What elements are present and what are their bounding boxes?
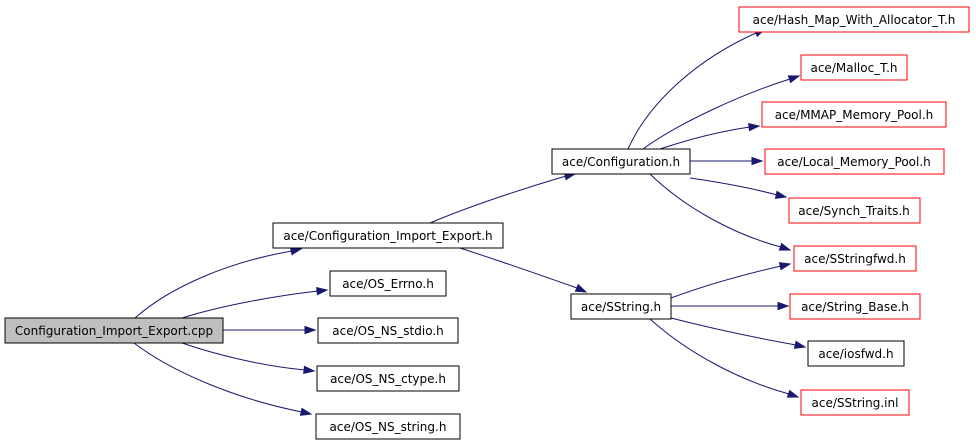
node-label: Configuration_Import_Export.cpp xyxy=(15,324,213,338)
edge-sstring_h-to-string_base xyxy=(671,301,790,311)
node-label: ace/Synch_Traits.h xyxy=(798,204,909,218)
node-label: ace/MMAP_Memory_Pool.h xyxy=(775,108,934,122)
node-label: ace/OS_NS_stdio.h xyxy=(332,324,444,338)
edge-root-to-cie_h xyxy=(134,247,303,319)
edge-line xyxy=(181,290,319,319)
node-malloc-t-h[interactable]: ace/Malloc_T.h xyxy=(800,54,908,81)
edge-config_h-to-sstringfwd xyxy=(649,173,792,251)
node-sstring-inl[interactable]: ace/SString.inl xyxy=(800,389,910,416)
node-os-ns-ctype-h[interactable]: ace/OS_NS_ctype.h xyxy=(316,365,460,392)
edge-config_h-to-local_pool xyxy=(690,156,764,166)
edge-line xyxy=(670,265,782,299)
edge-line xyxy=(642,78,791,150)
arrowhead xyxy=(748,122,761,132)
node-configuration-h[interactable]: ace/Configuration.h xyxy=(551,148,691,175)
arrowhead xyxy=(778,242,792,251)
node-mmap-memory-pool-h[interactable]: ace/MMAP_Memory_Pool.h xyxy=(761,101,947,128)
edge-root-to-os_errno xyxy=(181,286,329,319)
edge-root-to-os_ctype xyxy=(181,342,316,375)
node-label: ace/SString.inl xyxy=(812,396,899,410)
arrowhead xyxy=(774,190,788,199)
node-os-ns-stdio-h[interactable]: ace/OS_NS_stdio.h xyxy=(317,317,459,344)
arrowhead xyxy=(786,389,800,398)
edge-line xyxy=(659,126,751,150)
edge-config_h-to-synch_traits xyxy=(689,177,788,199)
edge-line xyxy=(627,32,757,150)
node-sstring-h[interactable]: ace/SString.h xyxy=(570,293,672,320)
node-label: ace/SString.h xyxy=(581,300,661,314)
node-label: ace/Configuration_Import_Export.h xyxy=(283,229,492,243)
node-os-errno-h[interactable]: ace/OS_Errno.h xyxy=(329,270,447,297)
node-synch-traits-h[interactable]: ace/Synch_Traits.h xyxy=(788,197,921,224)
node-label: ace/SStringfwd.h xyxy=(804,252,906,266)
edge-sstring_h-to-iosfwd xyxy=(670,317,807,349)
node-sstringfwd-h[interactable]: ace/SStringfwd.h xyxy=(793,245,917,272)
edge-line xyxy=(670,317,797,346)
arrowhead xyxy=(778,262,792,271)
arrowhead xyxy=(299,407,313,416)
edge-sstring_h-to-sstringfwd xyxy=(670,262,792,299)
arrowhead xyxy=(777,301,790,311)
node-label: ace/OS_Errno.h xyxy=(342,277,434,291)
node-string-base-h[interactable]: ace/String_Base.h xyxy=(789,293,921,320)
node-os-ns-string-h[interactable]: ace/OS_NS_string.h xyxy=(315,413,461,440)
edge-line xyxy=(459,247,578,289)
nodes-layer: Configuration_Import_Export.cpp ace/Conf… xyxy=(4,6,970,440)
arrowhead xyxy=(793,340,807,349)
node-label: ace/Malloc_T.h xyxy=(810,61,897,75)
edge-sstring_h-to-sstring_inl xyxy=(649,318,800,398)
edge-line xyxy=(649,173,782,248)
node-label: ace/iosfwd.h xyxy=(818,347,893,361)
arrowhead xyxy=(751,156,764,166)
node-hash-map-with-allocator-t-h[interactable]: ace/Hash_Map_With_Allocator_T.h xyxy=(738,6,970,33)
edge-root-to-os_stdio xyxy=(223,325,317,335)
edge-line xyxy=(429,175,567,224)
arrowhead xyxy=(304,325,317,335)
node-local-memory-pool-h[interactable]: ace/Local_Memory_Pool.h xyxy=(764,148,945,175)
node-label: ace/String_Base.h xyxy=(801,300,909,314)
arrowhead xyxy=(787,75,801,84)
node-label: ace/OS_NS_ctype.h xyxy=(330,372,446,386)
arrowhead xyxy=(316,286,329,296)
node-configuration-import-export-h[interactable]: ace/Configuration_Import_Export.h xyxy=(272,222,504,249)
node-label: ace/OS_NS_string.h xyxy=(330,420,447,434)
edge-line xyxy=(133,342,303,413)
edge-line xyxy=(134,250,293,319)
edge-config_h-to-malloc_t xyxy=(642,75,801,150)
edge-line xyxy=(181,342,306,371)
arrowhead xyxy=(289,247,303,256)
edge-cie_h-to-config_h xyxy=(429,172,577,224)
node-label: ace/Configuration.h xyxy=(562,155,680,169)
edge-cie_h-to-sstring_h xyxy=(459,247,588,293)
node-iosfwd-h[interactable]: ace/iosfwd.h xyxy=(807,340,905,367)
arrowhead xyxy=(303,365,316,375)
edge-line xyxy=(649,318,790,395)
node-label: ace/Local_Memory_Pool.h xyxy=(777,155,931,169)
edge-config_h-to-hash_map xyxy=(627,28,767,150)
node-configuration-import-export-cpp[interactable]: Configuration_Import_Export.cpp xyxy=(4,317,224,344)
node-label: ace/Hash_Map_With_Allocator_T.h xyxy=(753,13,956,27)
arrowhead xyxy=(574,283,588,293)
edge-line xyxy=(689,177,778,196)
edge-config_h-to-mmap_pool xyxy=(659,122,761,150)
edges-layer xyxy=(133,28,807,416)
edge-root-to-os_string xyxy=(133,342,313,416)
